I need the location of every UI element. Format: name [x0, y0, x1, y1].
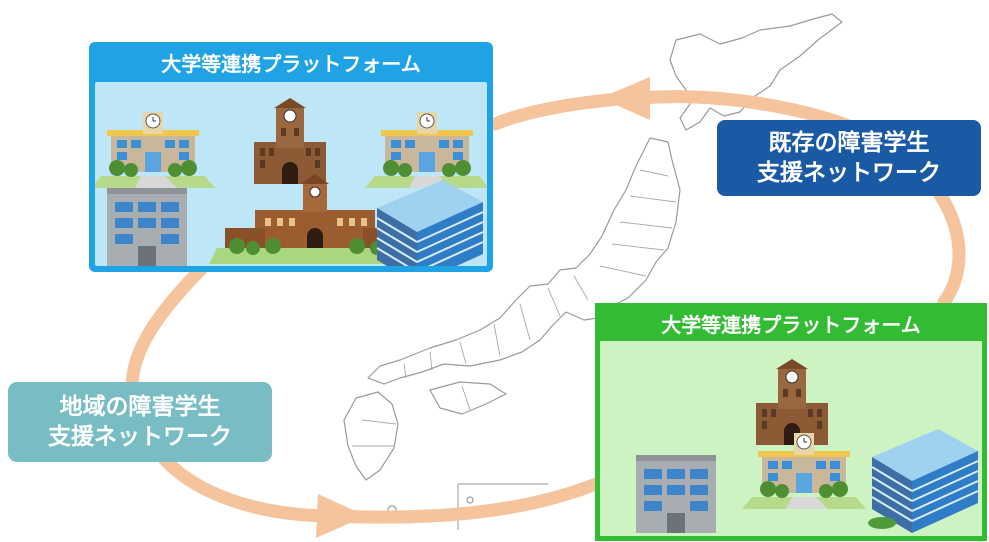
map-shikoku [429, 381, 507, 415]
regional-network-label: 地域の障害学生 支援ネットワーク [8, 382, 272, 462]
platform-box-top: 大学等連携プラットフォーム [89, 42, 493, 272]
existing-network-text: 既存の障害学生 支援ネットワーク [757, 129, 941, 186]
office-building-icon [636, 455, 716, 533]
map-honshu [367, 137, 681, 385]
modern-office-building-icon [867, 428, 979, 534]
map-hokkaido [669, 13, 843, 131]
platform-top-illustration [95, 97, 487, 266]
modern-office-building-icon [372, 179, 484, 266]
clock-tower-university-icon [253, 97, 327, 185]
platform-box-bottom: 大学等連携プラットフォーム [595, 303, 987, 541]
platform-buildings [95, 82, 487, 266]
office-building-icon [107, 188, 187, 266]
map-kyushu [343, 391, 399, 481]
regional-network-text: 地域の障害学生 支援ネットワーク [48, 393, 232, 450]
platform-title: 大学等連携プラットフォーム [161, 51, 421, 76]
school-clock-building-icon [364, 111, 487, 189]
school-clock-building-icon [95, 111, 216, 189]
platform-buildings [600, 341, 982, 536]
clock-tower-university-icon [755, 358, 829, 446]
platform-bottom-illustration [636, 358, 979, 534]
existing-network-label: 既存の障害学生 支援ネットワーク [717, 120, 981, 196]
platform-title: 大学等連携プラットフォーム [661, 312, 921, 337]
